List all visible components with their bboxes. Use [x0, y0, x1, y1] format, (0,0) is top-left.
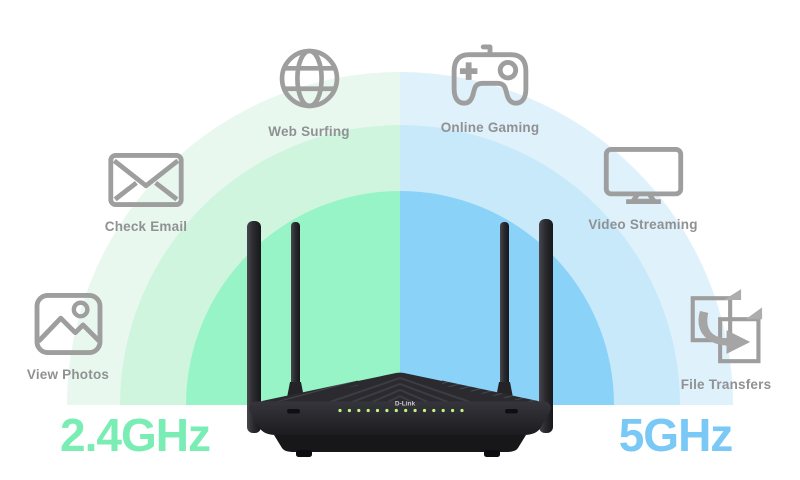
globe-icon	[279, 48, 339, 109]
led-indicator	[375, 408, 380, 413]
photo-icon	[34, 293, 102, 355]
file-transfer-icon	[690, 289, 762, 364]
antenna-right-outer	[539, 219, 553, 433]
feature-label: Online Gaming	[440, 120, 540, 135]
led-indicator	[441, 408, 445, 413]
front-slot-right	[505, 409, 518, 414]
feature-online-gaming: Online Gaming	[415, 44, 565, 135]
vent-right	[442, 380, 538, 403]
feature-view-photos: View Photos	[0, 293, 143, 382]
antenna-left-outer	[247, 221, 261, 433]
router-brand-logo: D-Link	[395, 401, 416, 408]
router-foot-left	[296, 450, 312, 457]
gamepad-icon	[451, 44, 529, 106]
antennas	[247, 219, 553, 433]
feature-label: Web Surfing	[268, 124, 350, 139]
feature-label: Video Streaming	[588, 217, 698, 232]
led-indicator	[413, 408, 417, 413]
led-indicator	[404, 408, 408, 413]
antenna-right-inner	[500, 222, 509, 388]
led-row	[338, 408, 464, 413]
vent-left	[262, 380, 358, 403]
front-slot-left	[287, 409, 300, 414]
led-indicator	[338, 408, 342, 413]
led-indicator	[385, 408, 389, 413]
router-image: D-Link	[247, 219, 553, 457]
led-indicator	[460, 408, 464, 413]
feature-label: File Transfers	[680, 377, 772, 392]
led-indicator	[451, 408, 455, 413]
feature-label: Check Email	[104, 219, 188, 234]
led-indicator	[347, 408, 351, 413]
feature-web-surfing: Web Surfing	[234, 45, 384, 139]
led-indicator	[394, 408, 398, 413]
band-label-24ghz: 2.4GHz	[60, 409, 211, 461]
antenna-left-inner	[291, 222, 300, 388]
feature-video-streaming: Video Streaming	[568, 147, 718, 232]
feature-check-email: Check Email	[71, 153, 221, 234]
envelope-icon	[108, 153, 184, 207]
led-indicator	[422, 408, 427, 413]
led-indicator	[357, 408, 361, 413]
led-indicator	[366, 408, 370, 413]
led-indicator	[432, 408, 436, 413]
band-label-5ghz: 5GHz	[618, 409, 734, 461]
feature-label: View Photos	[26, 367, 110, 382]
feature-file-transfers: File Transfers	[651, 288, 800, 392]
monitor-icon	[603, 147, 683, 205]
router-body: D-Link	[249, 372, 551, 457]
router-foot-right	[484, 450, 500, 457]
